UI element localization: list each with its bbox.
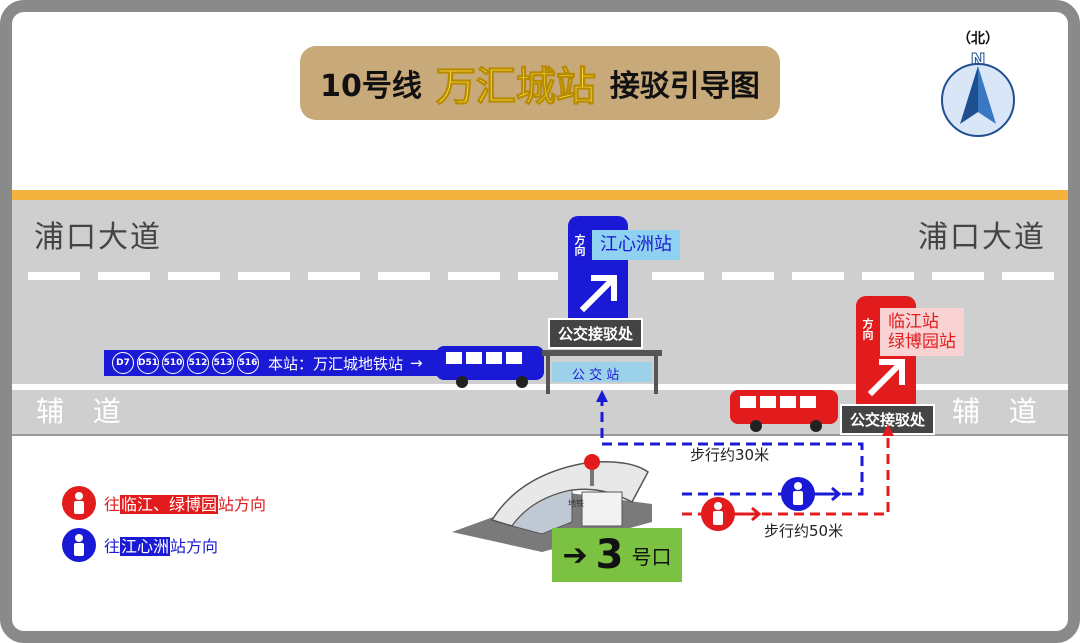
legend-red: 往临江、绿博园站方向: [62, 486, 266, 520]
arrow-up-right-icon: [574, 266, 626, 318]
bus-transfer-label-red: 公交接驳处: [840, 404, 936, 435]
legend-red-prefix: 往: [104, 495, 121, 514]
road-name-right: 浦口大道: [918, 220, 1046, 255]
bus-routes-bar: D7 D51 510 512 513 516 本站：万汇城地铁站 →: [104, 350, 440, 376]
walking-routes: [596, 390, 894, 531]
bus-transfer-label-blue: 公交接驳处: [548, 318, 644, 349]
arrow-right-icon: ➔: [562, 537, 588, 573]
legend-red-highlight: 临江、绿博园: [120, 495, 219, 514]
red-bus-icon: [730, 390, 838, 432]
road-curb: [12, 430, 1068, 436]
road-edge-line: [12, 190, 1068, 200]
route-badge: 510: [162, 352, 184, 374]
route-badge: D7: [112, 352, 134, 374]
arrow-up-right-icon: [862, 350, 914, 402]
walk-distance-blue: 步行约30米: [690, 446, 770, 464]
walk-distance-red: 步行约50米: [764, 522, 844, 540]
lane-dash: [792, 272, 844, 280]
lane-dash: [28, 272, 80, 280]
sign-direction-text: 方向: [573, 234, 586, 256]
road-separator: [12, 384, 1068, 390]
lane-dash: [168, 272, 220, 280]
lane-dash: [518, 272, 558, 280]
sign-direction-text: 方向: [861, 318, 874, 340]
lane-dash: [1002, 272, 1054, 280]
legend-red-suffix: 站方向: [218, 495, 267, 514]
compass-icon: N: [941, 50, 1015, 137]
exit-3-sign: ➔ 3 号口: [552, 528, 682, 582]
blue-bus-icon: [436, 346, 544, 388]
current-stop-text: 本站：万汇城地铁站: [268, 354, 404, 373]
sign-destination-linjiang: 临江站 绿博园站: [880, 308, 964, 356]
metro-sign-label: 地铁: [568, 499, 584, 508]
legend-blue-highlight: 江心洲: [120, 537, 171, 556]
road-name-left: 浦口大道: [34, 220, 162, 255]
route-badge: 516: [237, 352, 259, 374]
exit-number: 3: [595, 532, 624, 578]
lane-dash: [722, 272, 774, 280]
shelter-label: 公 交 站: [572, 368, 620, 383]
lane-dash: [652, 272, 704, 280]
lane-dash: [98, 272, 150, 280]
aux-road-name-right: 辅 道: [952, 395, 1047, 428]
aux-road-name-left: 辅 道: [36, 395, 131, 428]
compass-north-label: （北）: [957, 31, 999, 47]
title-banner: 10号线 万汇城站 接驳引导图: [300, 46, 780, 120]
blue-pedestrian-icon: [62, 528, 96, 562]
lane-dash: [238, 272, 290, 280]
exit-label: 号口: [631, 544, 672, 569]
lane-dash: [378, 272, 430, 280]
sign-dest-line1: 临江站: [888, 312, 939, 332]
lane-dash: [308, 272, 360, 280]
lane-dash: [862, 272, 914, 280]
sign-dest-line2: 绿博园站: [888, 332, 956, 352]
bus-shelter: 公 交 站: [542, 350, 662, 394]
route-badge: 513: [212, 352, 234, 374]
legend-blue-prefix: 往: [104, 537, 121, 556]
title-station: 万汇城站: [435, 64, 596, 111]
title-line: 10号线: [320, 69, 422, 104]
arrow-right-icon: →: [410, 354, 423, 372]
route-badge: D51: [137, 352, 159, 374]
legend-blue-suffix: 站方向: [170, 537, 219, 556]
title-suffix: 接驳引导图: [609, 69, 760, 104]
route-badge: 512: [187, 352, 209, 374]
red-pedestrian-icon: [62, 486, 96, 520]
legend-blue: 往江心洲站方向: [62, 528, 218, 562]
metro-station-building: [452, 454, 652, 552]
compass: （北） N: [936, 26, 1020, 138]
lane-dash: [932, 272, 984, 280]
lane-dash: [448, 272, 500, 280]
sign-destination-jiangxinzhou: 江心洲站: [592, 230, 680, 260]
